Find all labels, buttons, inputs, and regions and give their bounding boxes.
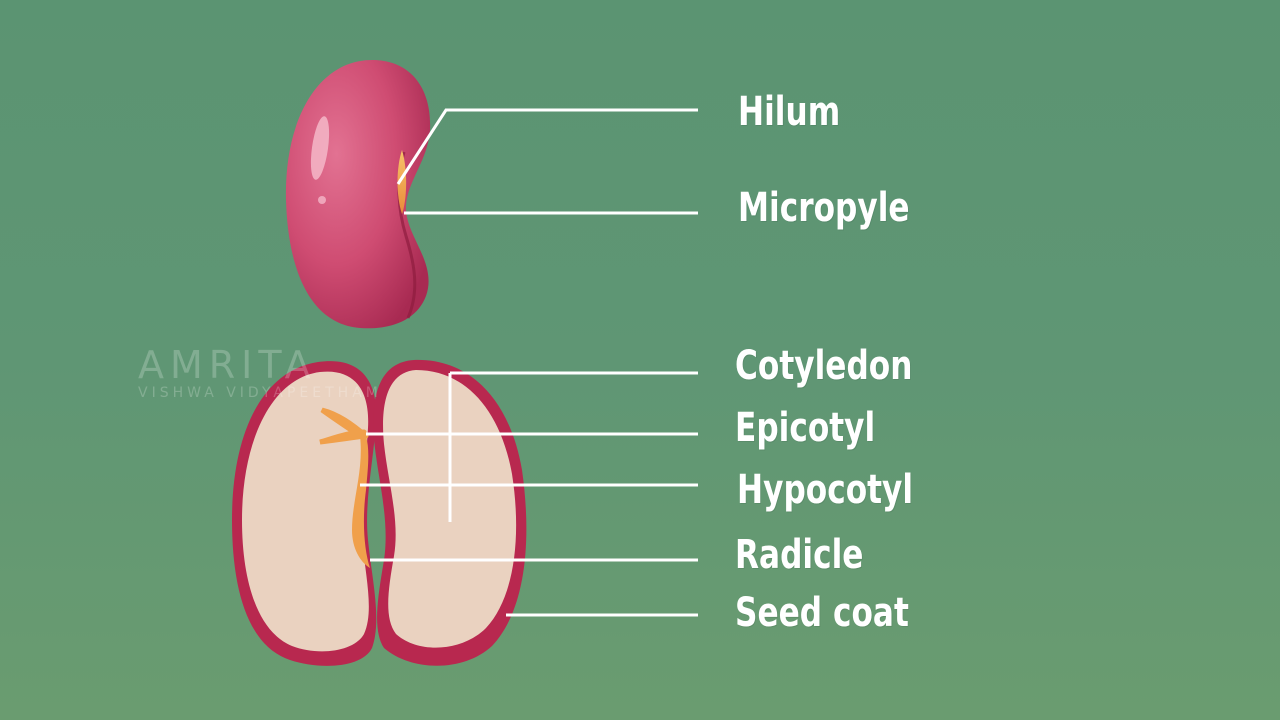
hilum-leader-line [396, 108, 698, 185]
label-hypocotyl: Hypocotyl [737, 467, 914, 513]
whole-seed-coat [285, 60, 431, 329]
label-seed-coat: Seed coat [735, 590, 909, 636]
label-hilum: Hilum [738, 89, 841, 135]
label-micropyle: Micropyle [738, 185, 910, 231]
label-radicle: Radicle [735, 532, 864, 578]
seed-highlight-dot [318, 196, 326, 204]
label-epicotyl: Epicotyl [735, 405, 876, 451]
seed-highlight [310, 116, 330, 180]
hilum-mark [397, 150, 407, 214]
opened-seed [232, 359, 527, 666]
embryo-axis [352, 436, 370, 568]
epicotyl-leaves [319, 407, 369, 445]
leader-lines [360, 108, 698, 617]
whole-seed [285, 60, 431, 329]
label-cotyledon: Cotyledon [735, 343, 913, 389]
